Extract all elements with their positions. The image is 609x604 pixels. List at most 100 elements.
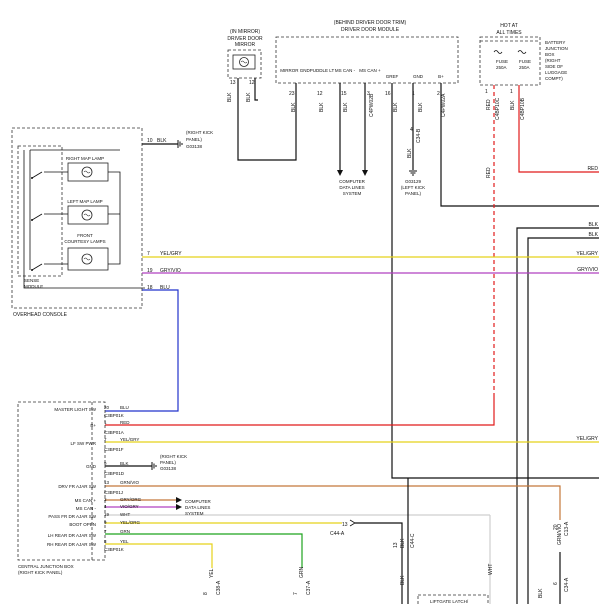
door-ground-pin: 4 (410, 127, 413, 133)
wire-blu (105, 289, 179, 412)
fuse-b-value: 250A (519, 65, 530, 70)
right-label-blk-2: BLK (589, 232, 599, 238)
fuse-box-outline (479, 36, 541, 86)
bottom-wire-2: BLK (400, 538, 406, 548)
overhead-title: OVERHEAD CONSOLE (13, 312, 68, 318)
wire-door-bplus (440, 83, 599, 207)
arrow-icon (176, 497, 182, 510)
fuse-a-label: FUSE (496, 59, 508, 64)
bottom-wire-6: BLK (538, 588, 544, 598)
overhead-gnd-loc-2: PANEL) (186, 137, 202, 142)
door-pin-23: 23 (289, 91, 295, 97)
right-label-red: RED (587, 166, 598, 172)
cjb-label-8: BOOT OPEN (69, 522, 96, 527)
wire-gref (391, 83, 599, 479)
cjb-label-5: MS CAN + (75, 498, 97, 503)
overhead-pin-18: 18 (147, 285, 153, 291)
right-map-lamp-label: RIGHT MAP LAMP (66, 156, 104, 161)
wire-blk-right-2 (527, 237, 599, 604)
door-wire-1: BLK (418, 102, 424, 112)
door-ground-2: (LEFT KICK (401, 185, 425, 190)
fuse-title-2: ALL TIMES (496, 30, 522, 36)
cjb-gnd-loc-1: (RIGHT KICK (160, 454, 187, 459)
cjb-conn-2: C3BP01F (104, 447, 124, 452)
bottom-wire-5: GRN/VIO (557, 524, 563, 545)
wire-yel (105, 543, 213, 568)
lamp-icon (81, 166, 93, 178)
cjb-comp-3: SYSTEM (185, 511, 204, 516)
fuse-pin-a: 1 (485, 89, 488, 95)
door-label-mirror-gnd: MIRROR GND (280, 68, 310, 73)
fuse-b-label: FUSE (519, 59, 531, 64)
mirror-pin-b: 12 (249, 80, 255, 86)
ground-icon (151, 462, 157, 470)
cjb-wire-7: WHT (120, 512, 130, 517)
bottom-pin-1: 7 (293, 592, 299, 595)
cjb-label-10: RH REAR DR AJAR SW (47, 542, 97, 547)
cjb-pin-4: 13 (104, 480, 110, 485)
door-pin-12: 12 (317, 91, 323, 97)
cjb-label-6: MS CAN - (76, 506, 97, 511)
door-ground-3: PANEL) (405, 191, 421, 196)
bottom-wire-1: GRN (299, 567, 305, 579)
fuse-side-6: LUGGAGE (545, 70, 567, 75)
mirror-box (227, 49, 262, 79)
cjb-pin-0: 20 (104, 405, 110, 410)
overhead-pin-7: 7 (147, 251, 150, 257)
door-pin-15: 15 (341, 91, 347, 97)
driver-door-module: (BEHIND DRIVER DOOR TRIM) DRIVER DOOR MO… (275, 20, 459, 196)
cjb-label-4: DRV FR AJAR SW (58, 484, 96, 489)
wire-grnvio (105, 485, 561, 520)
overhead-gnd-id: G03138 (186, 144, 203, 149)
bottom-conn-2: C44-C (410, 533, 416, 548)
bottom-pin-2: 13 (393, 542, 399, 548)
door-module-box (275, 36, 459, 84)
fuse-wire-b: BLK (510, 100, 516, 110)
cjb-box (17, 401, 106, 561)
cjb-label-7: PASS FR DR AJAR SW (48, 514, 96, 519)
sense-label-1: SENSE (24, 278, 39, 283)
cjb-pin-9: 7 (104, 529, 107, 534)
arrow-icon (337, 170, 368, 176)
c44-conn: C44-A (330, 531, 345, 537)
cjb-pin-3: 9 (104, 461, 107, 466)
lamp-icon (232, 54, 256, 70)
door-label-gnd: GND (413, 74, 424, 79)
bottom-pin-6: 6 (553, 582, 559, 585)
door-comp-2: DATA LINES (339, 185, 364, 190)
cjb-conn-1: C3BP01A (104, 430, 124, 435)
fuse-side-1: BATTERY (545, 40, 565, 45)
overhead-console-box (11, 127, 143, 309)
door-label-gref: GREF (386, 74, 399, 79)
cjb-gnd-loc-2: PANEL) (160, 460, 176, 465)
ground-icon (409, 170, 417, 176)
overhead-gnd-pin: 10 (147, 138, 153, 144)
overhead-wire-19: GRY/VIO (160, 268, 181, 274)
cjb-pin-10: 8 (104, 539, 107, 544)
right-label-yelgry-low: YEL/GRY (576, 436, 598, 442)
overhead-gnd-loc-1: (RIGHT KICK (186, 130, 213, 135)
cjb-wire-5: GRY/ORG (120, 497, 142, 502)
overhead-wire-7: YEL/GRY (160, 251, 182, 257)
mirror-title-3: MIRROR (235, 42, 256, 48)
fuse-side-4: (RIGHT (545, 58, 561, 63)
door-title-2: DRIVER DOOR MODULE (341, 27, 400, 33)
fuse-side-7: COMPT) (545, 76, 563, 81)
fuse-side-5: SIDE OF (545, 64, 563, 69)
right-label-red-vert: RED (486, 167, 492, 178)
right-edge-labels: RED BLK BLK YEL/GRY GRY/VIO YEL/GRY RED (486, 166, 599, 442)
sense-label-2: MODULE (24, 284, 43, 289)
liftgate-box (417, 594, 489, 604)
cjb-label-2: LF SW PWR (71, 441, 97, 446)
bottom-conn-1: C37-A (306, 580, 312, 595)
courtesy-label-1: FRONT (77, 233, 93, 238)
fuse-side-2: JUNCTION (545, 46, 568, 51)
overhead-pin-19: 19 (147, 268, 153, 274)
right-label-blk-1: BLK (589, 222, 599, 228)
fuse-pin-b: 1 (510, 89, 513, 95)
cjb-wire-0: BLU (120, 405, 129, 410)
liftgate-label: LIFTGATE LATCH/ (430, 599, 469, 604)
door-pin-16: 16 (385, 91, 391, 97)
door-ground-conn: C34-B (416, 128, 422, 143)
